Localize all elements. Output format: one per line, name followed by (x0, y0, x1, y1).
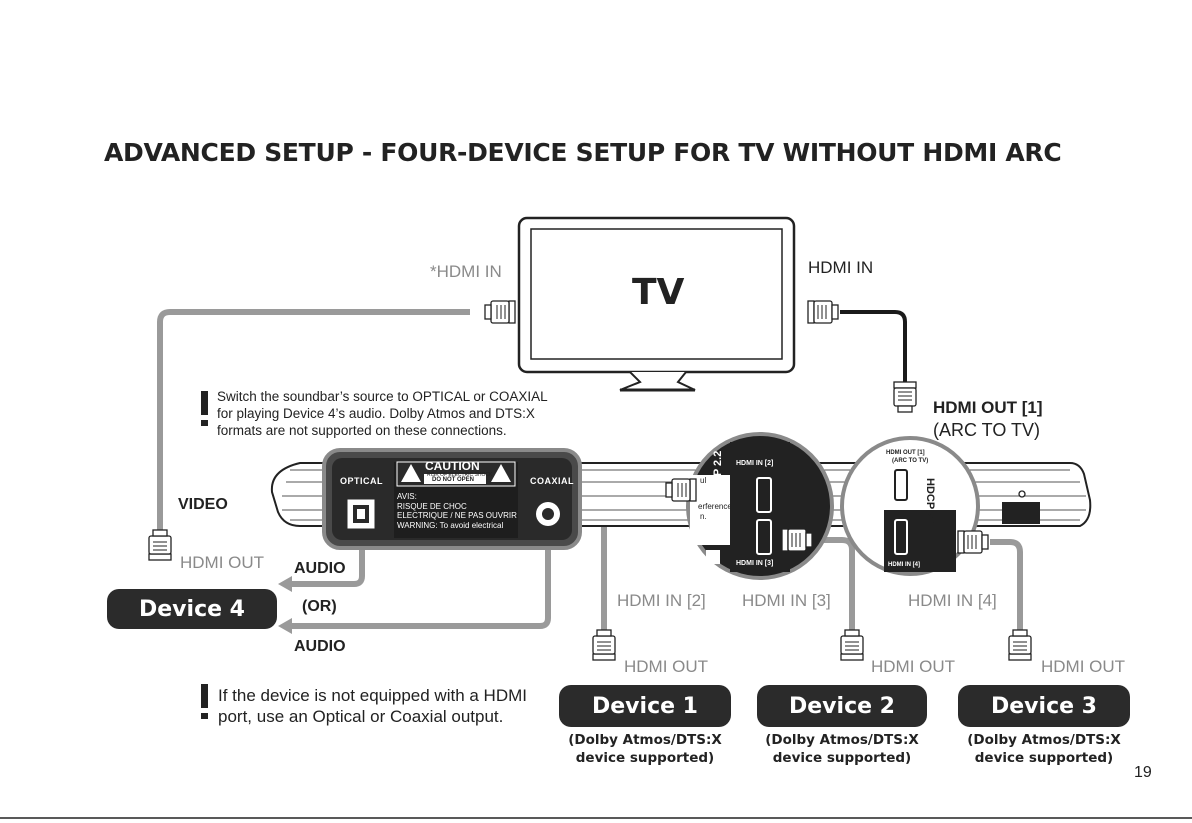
device2-hdmi-out-label: HDMI OUT (871, 657, 956, 676)
hdmi-zoom-left (686, 432, 834, 580)
device-2: Device 2 (757, 685, 927, 727)
plug-hdmi-in-4 (957, 530, 989, 554)
cable-device4-video (157, 309, 470, 535)
page-number: 19 (1134, 764, 1152, 781)
arc-to-tv-label: (ARC TO TV) (933, 420, 1041, 440)
device-4: Device 4 (107, 589, 277, 629)
or-label: (OR) (302, 598, 337, 615)
tv (517, 216, 796, 392)
cable-coaxial (286, 540, 551, 629)
tv-hdmi-in-left-label: *HDMI IN (430, 262, 502, 281)
tv-label: TV (632, 272, 685, 313)
video-label: VIDEO (178, 496, 228, 513)
hdcp-label-right: HDCP 2.2 (924, 478, 936, 528)
zoom-hdmi-in-2: HDMI IN [2] (736, 460, 774, 467)
audio-top-label: AUDIO (294, 560, 346, 577)
coaxial-port (536, 502, 560, 526)
audio-bottom-label: AUDIO (294, 638, 346, 655)
hdcp-label-left: HDCP 2.2 (712, 450, 724, 500)
caution-sub1: RISK OF ELECTRIC SHOCK (427, 472, 493, 478)
hdmi-out-1-label: HDMI OUT [1] (933, 398, 1043, 417)
device1-hdmi-out-label: HDMI OUT (624, 657, 709, 676)
hdmi-in-2-label: HDMI IN [2] (617, 591, 706, 610)
cable-tv-arc (840, 310, 907, 382)
cable-device2 (814, 537, 855, 630)
note-optical-coaxial: Switch the soundbar’s source to OPTICAL … (217, 389, 548, 438)
optical-port (347, 499, 375, 529)
plug-device2 (840, 629, 864, 661)
partial-text-1: ul (700, 476, 707, 485)
plug-device1 (592, 629, 616, 661)
partial-text-2: erference (698, 502, 732, 511)
device3-hdmi-out-label: HDMI OUT (1041, 657, 1126, 676)
warning-icon-1 (201, 391, 208, 426)
coaxial-label: COAXIAL (530, 476, 574, 486)
zoom-hdmi-out-1: HDMI OUT [1] (886, 450, 925, 456)
zoom-hdmi-in-4: HDMI IN [4] (888, 562, 920, 568)
warning-icon-2 (201, 684, 208, 719)
tv-hdmi-plug-right (807, 300, 839, 324)
plug-hdmi-out-1 (893, 381, 917, 413)
hdmi-zoom-right (840, 436, 980, 576)
hdmi-in-3-label: HDMI IN [3] (742, 591, 831, 610)
caution-label: CAUTION (425, 459, 480, 473)
avis-text: AVIS: RISQUE DE CHOC ELECTRIQUE / NE PAS… (397, 492, 517, 530)
caution-label-box (396, 461, 516, 487)
tv-hdmi-plug-left (484, 300, 516, 324)
plug-device4 (148, 529, 172, 561)
device-1: Device 1 (559, 685, 731, 727)
zoom-hdmi-in-3: HDMI IN [3] (736, 560, 774, 567)
device-3: Device 3 (958, 685, 1130, 727)
zoom-arc: (ARC TO TV) (892, 458, 929, 464)
cable-device3 (990, 539, 1023, 630)
partial-text-3: n. (700, 512, 707, 521)
audio-port-panel (322, 448, 582, 550)
plug-device3 (1008, 629, 1032, 661)
tv-hdmi-in-right-label: HDMI IN (808, 258, 874, 277)
caution-sub2: DO NOT OPEN (432, 477, 475, 483)
hdmi-in-4-label: HDMI IN [4] (908, 591, 997, 610)
note-no-hdmi: If the device is not equipped with a HDM… (218, 686, 527, 726)
page-title: ADVANCED SETUP - FOUR-DEVICE SETUP FOR T… (104, 138, 1062, 167)
device4-hdmi-out-label: HDMI OUT (180, 553, 265, 572)
cable-optical (286, 530, 365, 587)
optical-label: OPTICAL (340, 476, 383, 486)
